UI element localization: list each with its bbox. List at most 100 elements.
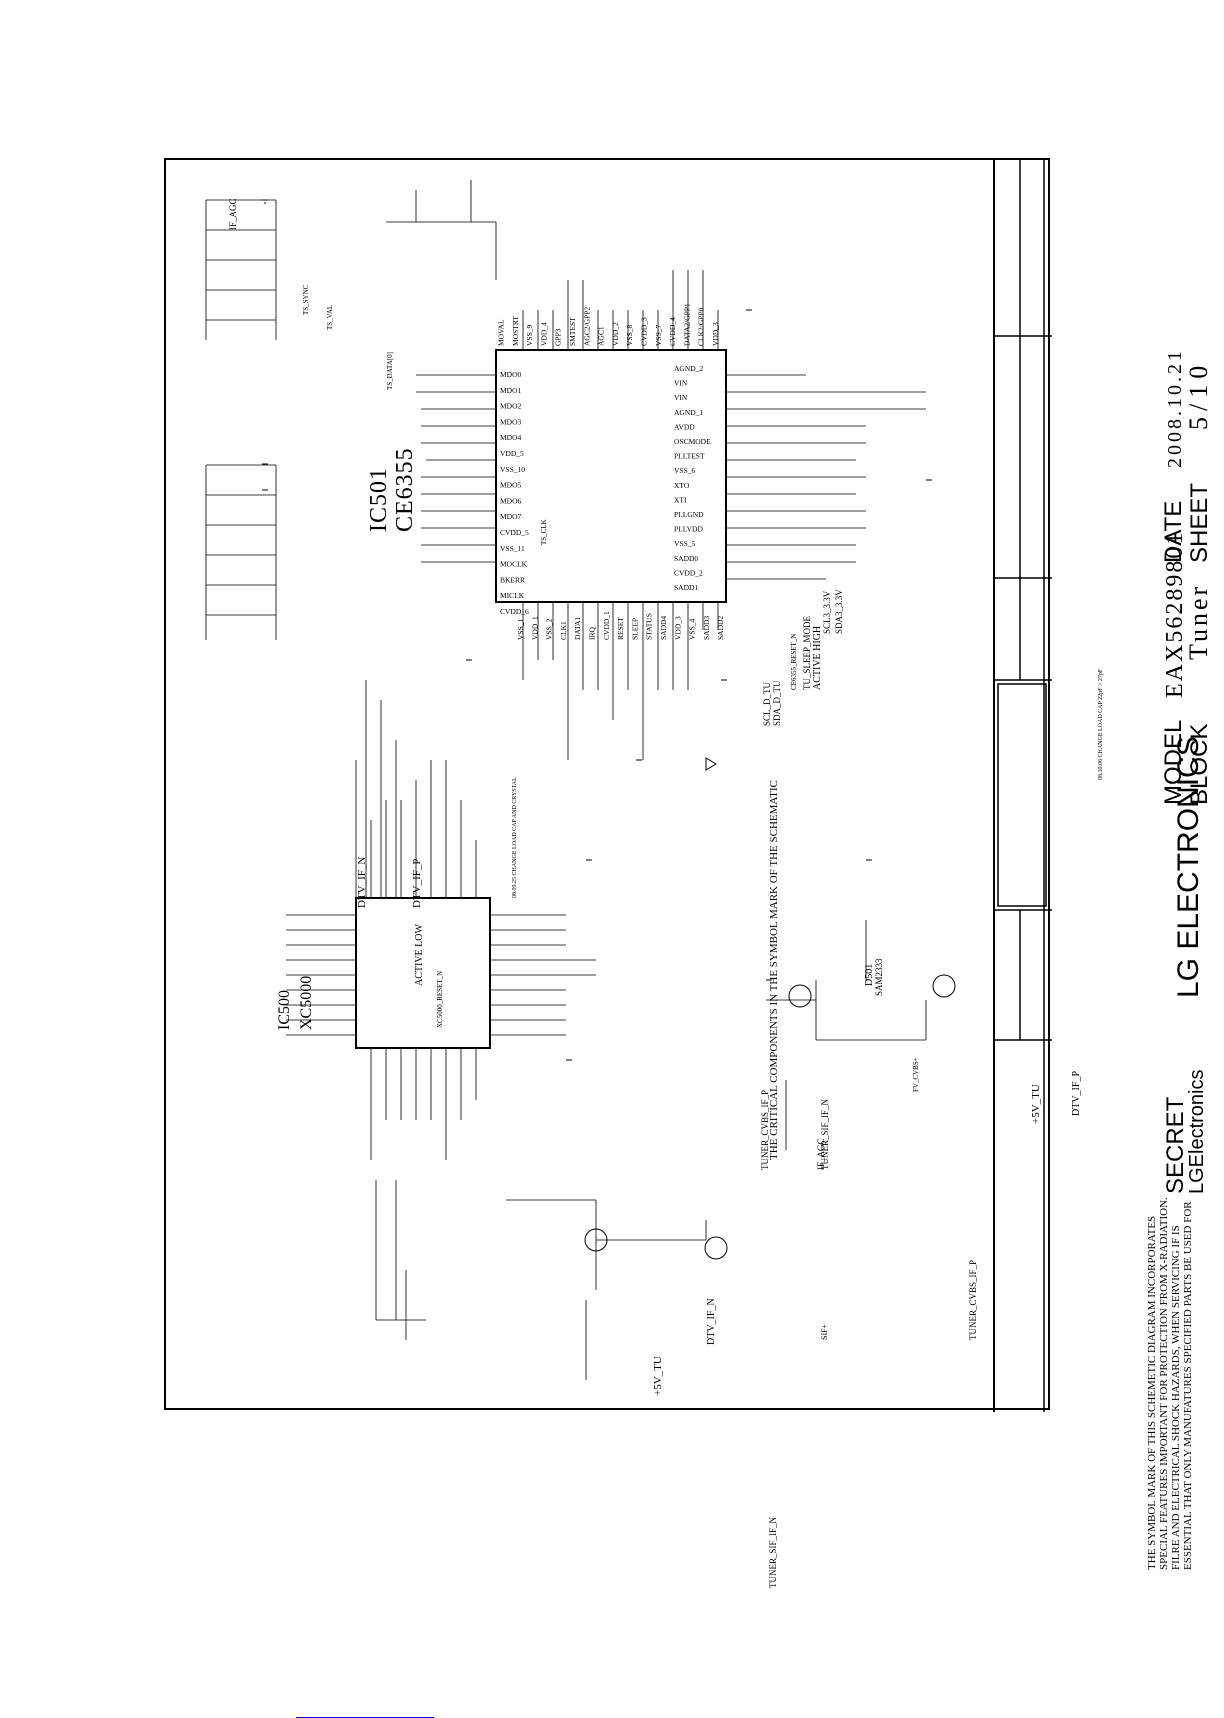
ic501-pin-bottom: SADD0	[674, 554, 698, 563]
wires	[205, 180, 927, 1380]
net-tuner-cvbs-if-p: TUNER_CVBS_IF_P	[968, 1259, 978, 1340]
ic501-pin-top: MDO4	[500, 433, 522, 442]
change-note-1: 08.10.06 CHANGE LOAD CAP 22pF > 27pF	[1098, 668, 1104, 780]
net-if-agc-right: IF_AGC	[816, 1138, 826, 1170]
net-sda-d-tu: SDA_D_TU	[772, 680, 782, 726]
net-5v-tu-left: +5V_TU	[652, 1356, 664, 1396]
net-active-high: ACTIVE HIGH	[812, 625, 823, 690]
diode-part: SAM2333	[874, 958, 884, 996]
ic501-part: CE6355	[392, 447, 418, 532]
ic501-pin-bottom: XTI	[674, 495, 687, 504]
net-ts-sync: TS_SYNC	[302, 284, 310, 315]
ic501-pin-bottom: VIN	[674, 393, 688, 402]
change-note-2: 08.09.25 CHANGE LOAD CAP AND CRYSTAL	[512, 777, 518, 898]
warning-line-3: FILRE AND ELECTRICAL SHOCK HAZARDS, WHEN…	[1170, 1225, 1182, 1570]
ic501-pin-left: STATUS	[645, 613, 654, 640]
ic501-pin-top: MDO5	[500, 481, 522, 490]
ic501-pin-bottom: AGND_2	[674, 364, 703, 373]
ic501-pin-top: MDO2	[500, 402, 522, 411]
ic501-pin-bottom: CVDD_2	[674, 568, 703, 577]
tb-brand: LGElectronics	[1186, 1069, 1208, 1195]
tb-company: LG ELECTRONICS	[1172, 736, 1205, 998]
ic501-pin-bottom: VIN	[674, 379, 688, 388]
ic501-pin-top: MICLK	[500, 591, 525, 600]
ic501-pin-top: MDO3	[500, 417, 522, 426]
warning-line-2: SPECIAL FEATURES IMPORTANT FOR PROTECTIO…	[1158, 1197, 1170, 1570]
transistors	[584, 757, 956, 1260]
ic501-pin-left: VSS_4	[688, 618, 697, 640]
grounds	[262, 199, 932, 1061]
ic501-pin-bottom: PLLVDD	[674, 525, 703, 534]
ic501-pin-right: AGC1	[597, 326, 606, 346]
ic501-pin-right: CVDD_4	[668, 317, 677, 346]
ic501-pin-right: VSS_7	[654, 324, 663, 346]
net-sda3: SDA3_3.3V	[834, 589, 844, 634]
ic501-pin-bottom: PLLTEST	[674, 452, 705, 461]
ic501-pin-right: VDD_4	[539, 322, 548, 346]
ic501-pin-left: SADD2	[716, 616, 725, 640]
ic501-pin-right: MOVAL	[497, 319, 506, 346]
ic501-pin-left: SLEEP	[630, 618, 639, 640]
ic501-pin-bottom: AVDD	[674, 422, 695, 431]
net-dtv-if-p-bottom: DTV_IF_P	[1071, 1070, 1082, 1116]
title-block	[993, 160, 1052, 1412]
ic501-pin-top: MOCLK	[500, 560, 528, 569]
ic501-pin-top: MDO6	[500, 496, 522, 505]
ic501-pin-left: VSS_2	[545, 618, 554, 640]
ic501-pin-bottom: VSS_6	[674, 466, 696, 475]
tb-sheet-label: SHEET	[1186, 482, 1213, 563]
net-if-agc: IF_AGC	[228, 198, 238, 230]
ic501-pin-bottom: OSCMODE	[674, 437, 711, 446]
ic501-pin-right: VSS_9	[525, 324, 534, 346]
ic501-pin-right: VDD_2	[611, 322, 620, 346]
net-dtv-if-p-top: DTV_IF_P	[411, 858, 423, 908]
net-scl3: SCL3_3.3V	[822, 590, 832, 634]
ic501-pin-right: VDD_3	[711, 322, 720, 346]
ic501-pin-left: RESET	[616, 617, 625, 640]
ic501-pin-bottom: VSS_5	[674, 539, 696, 548]
ic501-pin-top: CVDD_6	[500, 607, 529, 616]
ic501-ref: IC501	[366, 467, 392, 532]
ic501-pin-right: DATA2/GPP1	[682, 303, 691, 346]
tb-date-label: DATE	[1160, 500, 1187, 563]
ic501-pin-left: VSS_1	[516, 618, 525, 640]
ic501-pin-right: MOSTRT	[511, 316, 520, 346]
ic501-body	[495, 349, 727, 603]
net-5v-tu-right: +5V_TU	[1030, 1084, 1042, 1124]
net-dtv-if-n-bottom: DTV_IF_N	[706, 1298, 717, 1345]
warning-line-1: THE SYMBOL MARK OF THIS SCHEMETIC DIAGRA…	[1146, 1215, 1158, 1570]
ic501-pin-right: CLK2/GPP0	[697, 307, 706, 346]
net-xc5000-reset: XC5000_RESET_N	[436, 970, 444, 1028]
ic501-pin-top: CVDD_5	[500, 528, 529, 537]
net-active-low: ACTIVE LOW	[414, 924, 425, 986]
ic501-pin-top: VDD_5	[500, 449, 524, 458]
ic501-pin-left: CVDD_1	[602, 611, 611, 640]
ic500-body	[355, 897, 491, 1049]
net-tuner-sif-if-n: TUNER_SIF_IF_N	[768, 1516, 778, 1588]
net-ts-data: TS_DATA[0]	[386, 352, 394, 390]
ic501-pin-right: VSS_8	[625, 324, 634, 346]
tb-sheet-value: 5/10	[1184, 359, 1213, 430]
net-ts-clk: TS_CLK	[540, 519, 548, 545]
ic501-pin-left: SADD4	[659, 616, 668, 640]
ic501-pin-right: GPP3	[554, 328, 563, 346]
net-sif-plus: SIF+	[820, 1323, 829, 1340]
ic500-part: XC5000	[298, 975, 315, 1030]
ic501-pin-left: DATA1	[573, 617, 582, 640]
ic501-pin-left: VDD_3	[673, 616, 682, 640]
ic501-pin-top: MDO0	[500, 370, 522, 379]
tb-block-value: Tuner	[1184, 583, 1213, 660]
ic501-pin-top: BKERR	[500, 575, 525, 584]
ic501-pin-top: VSS_11	[500, 544, 525, 553]
critical-note: THE CRITICAL COMPONENTS IN THE SYMBOL MA…	[768, 780, 780, 1160]
ic501-pin-top: MDO1	[500, 386, 522, 395]
ic501-pin-bottom: SADD1	[674, 583, 698, 592]
ic501-pin-bottom: XTO	[674, 481, 690, 490]
ic501-pin-top: VSS_10	[500, 465, 525, 474]
ic501-pin-bottom: PLLGND	[674, 510, 704, 519]
ic501-pin-bottom: AGND_1	[674, 408, 703, 417]
net-tu-sleep-mode: TU_SLEEP_MODE	[802, 616, 812, 690]
ic501-pin-left: CLK1	[559, 621, 568, 640]
net-ce6355-reset: CE6355_RESET_N	[790, 633, 798, 690]
